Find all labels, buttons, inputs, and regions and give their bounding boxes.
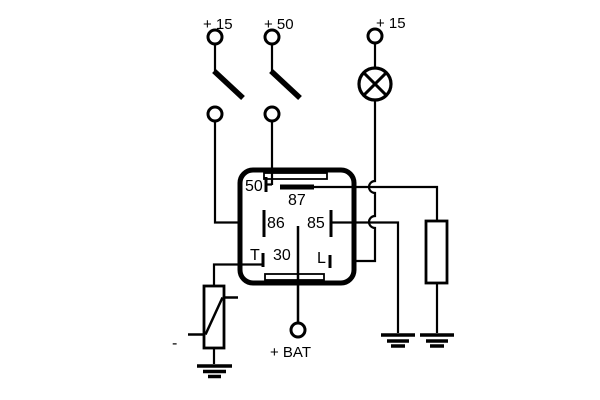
- switch-1-blade: [212, 68, 245, 101]
- temperature-sensor-icon: -: [172, 284, 238, 352]
- switch-1-icon: [206, 44, 245, 123]
- sensor-minus-label: -: [172, 335, 177, 352]
- terminal-circle-icon: [206, 28, 224, 46]
- battery-terminal: + BAT: [270, 321, 311, 361]
- pin-30-label: 30: [273, 247, 291, 264]
- switch-2-icon: [263, 44, 302, 123]
- ground-icon: [381, 333, 415, 348]
- wire-lamp-to-L: [332, 100, 377, 263]
- pin-L-label: L: [317, 250, 326, 267]
- pin-50-label: 50: [245, 178, 263, 195]
- terminal-15-left: + 15: [203, 16, 233, 46]
- indicator-lamp-icon: [357, 43, 393, 102]
- terminal-circle-icon: [289, 321, 307, 339]
- switch-2-blade: [269, 68, 302, 101]
- wire-T-to-sensor: [212, 263, 262, 286]
- terminal-15-right-label: + 15: [376, 15, 406, 32]
- wire-87-to-resistor: [314, 185, 439, 221]
- pin-85-label: 85: [307, 215, 325, 232]
- terminal-circle-icon: [263, 28, 281, 46]
- switch-2-contact: [263, 105, 281, 123]
- switch-1-contact: [206, 105, 224, 123]
- terminal-15-left-label: + 15: [203, 16, 233, 33]
- relay-top-strip: [263, 172, 328, 180]
- wire-85-to-ground: [332, 221, 400, 333]
- terminal-15-right: + 15: [366, 15, 406, 45]
- ground-icon: [420, 333, 454, 348]
- terminal-50: + 50: [263, 16, 294, 46]
- pin-T-label: T: [250, 247, 260, 264]
- pin-87-label: 87: [288, 192, 306, 209]
- resistor-icon: [424, 219, 449, 285]
- battery-label: + BAT: [270, 344, 311, 361]
- relay-bottom-strip: [264, 273, 325, 281]
- terminal-circle-icon: [366, 27, 384, 45]
- ground-icon: [197, 364, 232, 379]
- pin-86-label: 86: [267, 215, 285, 232]
